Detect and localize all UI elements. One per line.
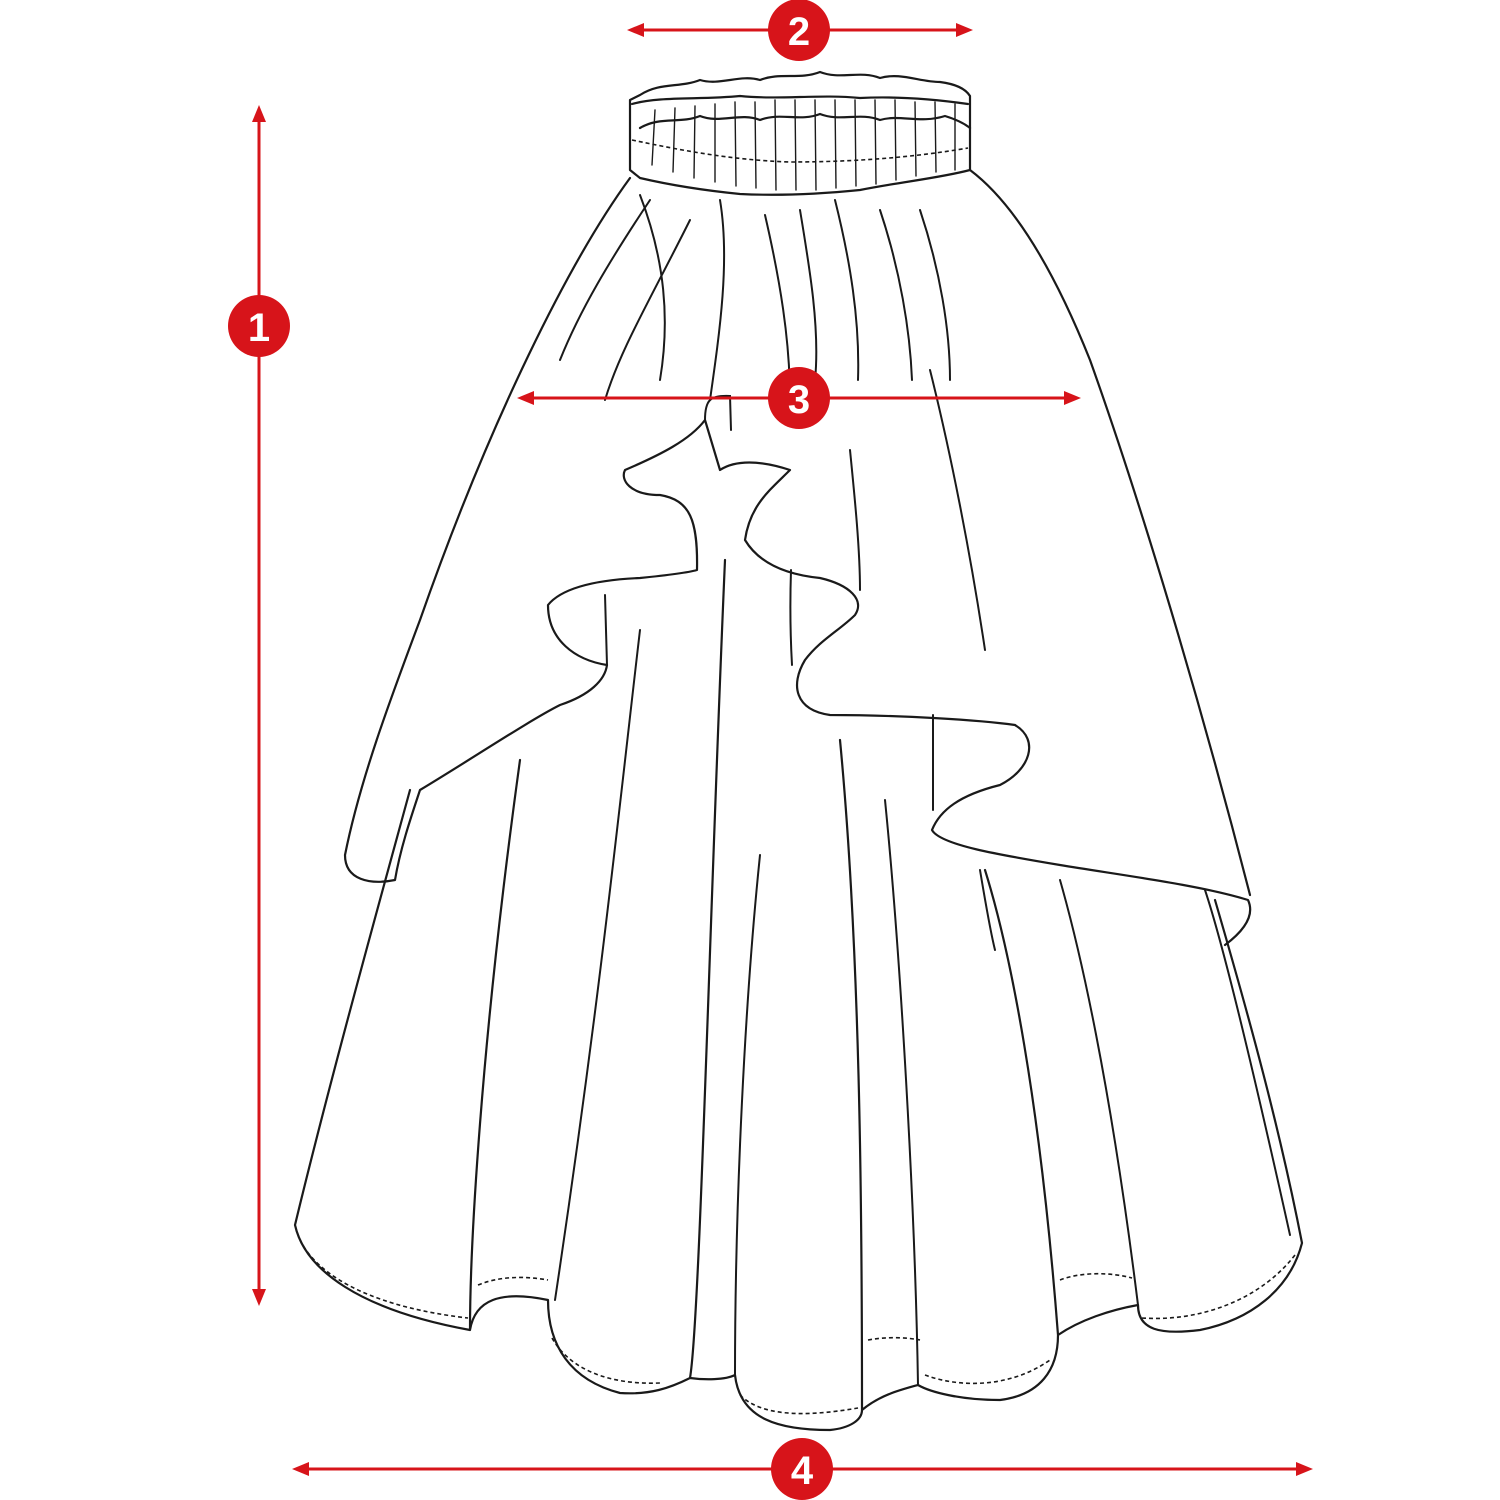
overskirt-outline [343, 168, 1252, 947]
waistband-gathers [651, 99, 956, 191]
hip-badge: 3 [768, 367, 830, 429]
hip-badge-label: 3 [788, 378, 810, 422]
measurement-length: 1 [228, 105, 290, 1306]
waist-badge: 2 [768, 0, 830, 61]
hem-badge: 4 [771, 1438, 833, 1500]
hip-arrow-right [1064, 391, 1081, 405]
length-arrow-top [252, 105, 266, 122]
ruffle-folds [554, 194, 1291, 1386]
hem-badge-label: 4 [791, 1449, 814, 1493]
measurement-hip: 3 [517, 367, 1081, 429]
underskirt-outline [293, 558, 1304, 1432]
waist-arrow-left [627, 23, 644, 37]
measurement-hem: 4 [292, 1438, 1313, 1500]
measurement-waist: 2 [627, 0, 973, 61]
hip-arrow-left [517, 391, 534, 405]
length-badge: 1 [228, 295, 290, 357]
hem-arrow-left [292, 1462, 309, 1476]
waist-badge-label: 2 [788, 10, 810, 54]
skirt-illustration [293, 70, 1304, 1432]
hem-arrow-right [1296, 1462, 1313, 1476]
length-arrow-bottom [252, 1289, 266, 1306]
measurement-overlays: 1 2 3 [228, 0, 1313, 1500]
waistband [628, 70, 972, 196]
length-badge-label: 1 [248, 306, 270, 350]
waist-arrow-right [956, 23, 973, 37]
